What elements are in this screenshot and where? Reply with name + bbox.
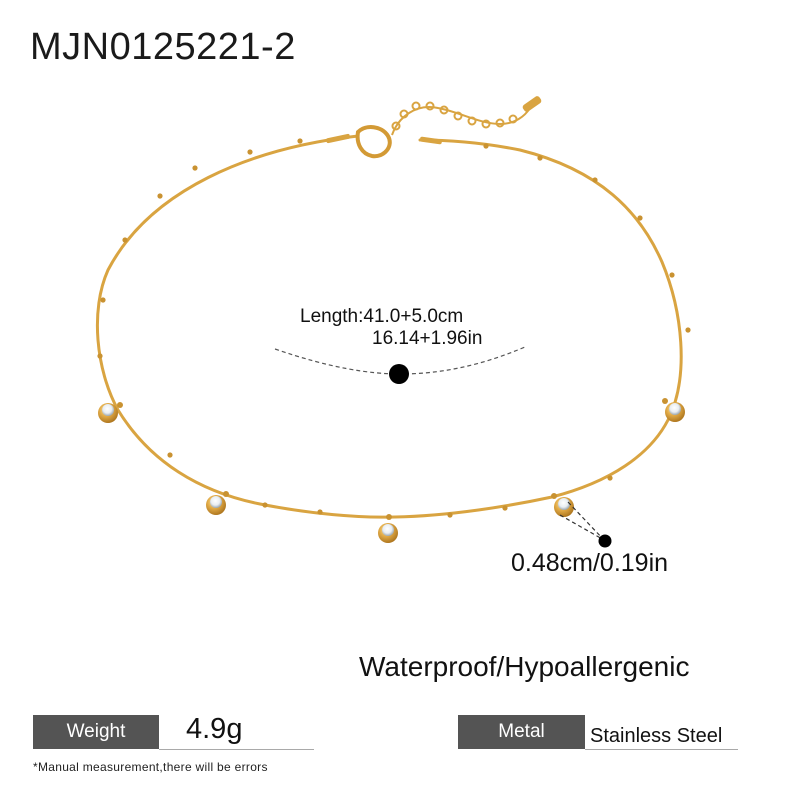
lobster-clasp <box>326 125 392 159</box>
spec-weight: Weight 4.9g <box>33 713 314 750</box>
extender-chain <box>391 101 531 136</box>
product-sku-title: MJN0125221-2 <box>30 26 296 68</box>
spec-weight-label: Weight <box>33 715 159 749</box>
spec-metal: Metal Stainless Steel <box>458 715 738 750</box>
necklace-product-image <box>95 96 691 548</box>
charm-center <box>378 514 398 543</box>
features-text: Waterproof/Hypoallergenic <box>359 651 690 682</box>
spec-metal-value: Stainless Steel <box>590 725 723 747</box>
measurement-disclaimer: *Manual measurement,there will be errors <box>33 760 268 774</box>
length-cm: Length:41.0+5.0cm <box>300 306 464 327</box>
length-in: 16.14+1.96in <box>372 328 483 349</box>
length-marker-dot <box>389 364 409 384</box>
extender-tag <box>522 96 542 112</box>
length-measurement: Length:41.0+5.0cm 16.14+1.96in <box>300 306 482 350</box>
chain <box>95 134 683 519</box>
pendant-size-measurement: 0.48cm/0.19in <box>511 549 669 577</box>
charm-left-bottom <box>206 491 229 515</box>
chain-beads <box>97 138 691 518</box>
spec-weight-value: 4.9g <box>186 713 243 745</box>
charm-right-bottom <box>551 493 574 517</box>
charm-left-top <box>98 402 123 423</box>
charm-right-top <box>662 398 685 422</box>
size-pointer-line-bottom <box>559 514 605 541</box>
spec-weight-underline <box>159 749 314 750</box>
size-marker-dot <box>598 534 612 548</box>
spec-metal-label: Metal <box>458 715 585 749</box>
end-cap <box>419 136 442 145</box>
size-pointer-line-top <box>567 501 605 541</box>
spec-metal-underline <box>585 749 738 750</box>
